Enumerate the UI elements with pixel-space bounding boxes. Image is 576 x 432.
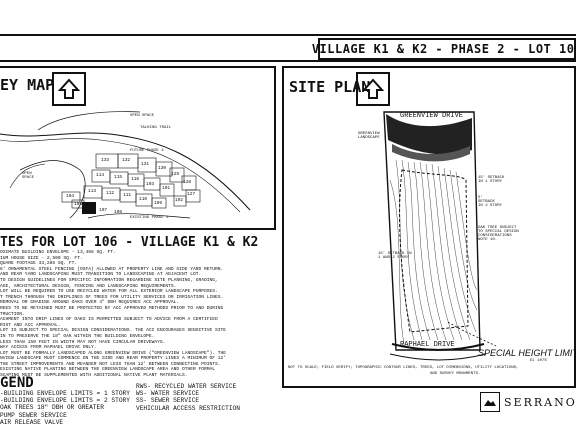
note-line: REES TO BE RETAINED MUST BE PROTECTED BY…: [0, 305, 224, 311]
lot-label: 103: [146, 182, 155, 187]
north-arrow-icon: [356, 72, 390, 106]
note-line: 6' ORNAMENTAL STEEL FENCING (OSFA) ALLOW…: [0, 266, 224, 272]
key-map-label-talking-trail: TALKING TRAIL: [140, 126, 172, 130]
header-rule-bottom: [0, 60, 576, 62]
lot-label: 133: [101, 158, 110, 163]
note-line: THE STREET IMPROVEMENTS AND MEANDER NOT …: [0, 361, 221, 367]
site-plan-title: SITE PLAN: [289, 78, 371, 96]
legend-right: RWS- RECYCLED WATER SERVICE WS- WATER SE…: [136, 383, 240, 412]
key-map-label-open-space-left: OPEN SPACE: [22, 172, 35, 180]
lot-label: 101: [162, 186, 171, 191]
lot-label: 116: [131, 177, 140, 182]
site-plan-drawing: [383, 111, 497, 361]
legend-item: OAK TREES 18" DBH OR GREATER: [0, 404, 104, 412]
lot-label: 105: [74, 202, 83, 207]
header-rule-top: [0, 34, 576, 36]
lot-label: 102: [175, 198, 184, 203]
note-line: EXISTING NATIVE PLANTING BETWEEN THE GRE…: [0, 367, 216, 373]
site-plan-footnote: NOT TO SCALE; FIELD VERIFY; TOPOGRAPHIC …: [288, 366, 519, 370]
lot-label: 129: [171, 172, 180, 177]
lot-label: 106: [84, 214, 93, 219]
lot-label: 128: [183, 180, 192, 185]
note-line: T TRENCH THROUGH THE DRIPLINES OF TREES …: [0, 294, 224, 300]
key-map-label-future-phase: FUTURE PHASE 4: [130, 149, 164, 153]
legend-item: VEHICULAR ACCESS RESTRICTION: [136, 404, 240, 412]
lot-label: 131: [141, 162, 150, 167]
lot-label: 109: [154, 201, 163, 206]
lot-label: 104: [66, 194, 75, 199]
note-line: SCAPING MUST BE SUPPLEMENTED WITH ADDITI…: [0, 373, 188, 379]
key-map-drawing: [0, 111, 251, 219]
key-map-label-existing-phase: EXISTING PHASE 1: [130, 216, 169, 220]
street-label-raphael: RAPHAEL DRIVE: [400, 341, 455, 349]
legend-item: RWS- RECYCLED WATER SERVICE: [136, 383, 237, 390]
lot-label: 113: [88, 189, 97, 194]
lot-label: 130: [158, 166, 167, 171]
note-line: AND REAR YARD LANDSCAPING MUST TRANSITIO…: [0, 272, 202, 278]
note-line: IUM HOUSE SIZE - 2,500 SQ. FT.: [0, 255, 83, 261]
lot-label: 108: [114, 210, 123, 215]
note-line: TRUCTION.: [0, 311, 25, 317]
note-line: LESS THAN 150 FEET IN WIDTH MAY NOT HAVE…: [0, 339, 166, 345]
key-map-panel: [0, 66, 276, 230]
note-line: LOT IS SUBJECT TO SPECIAL DESIGN CONSIDE…: [0, 328, 227, 334]
greenview-landscape-label: GREENVIEW LANDSCAPE: [358, 132, 380, 140]
legend-item: WS- WATER SERVICE: [136, 390, 200, 398]
lot-label: 132: [122, 158, 131, 163]
note-line: OXIMATE BUILDING ENVELOPE - 13,468 SQ. F…: [0, 250, 116, 255]
legend-title: GEND: [0, 375, 34, 391]
lot-label: 111: [123, 193, 132, 198]
note-line: RIST AND ACC APPROVAL.: [0, 322, 61, 328]
setback-label: 5' SETBACK IN 2 STORY: [478, 196, 503, 208]
note-line: REMOVAL OR GRADING AROUND OAKS OVER 4" D…: [0, 300, 180, 306]
note-line: LOT MUST BE FORMALLY LANDSCAPED ALONG GR…: [0, 350, 227, 356]
notes-title: TES FOR LOT 106 - VILLAGE K1 & K2: [0, 235, 259, 250]
legend-item: PUMP SEWER SERVICE: [0, 411, 67, 419]
legend-left: -BUILDING ENVELOPE LIMITS = 1 STORY -BUI…: [0, 390, 130, 426]
site-plan-panel: [282, 66, 576, 388]
legend-item: -BUILDING ENVELOPE LIMITS = 2 STORY: [0, 397, 130, 405]
sheet-title: VILLAGE K1 & K2 - PHASE 2 - LOT 106: [312, 38, 576, 60]
lot-label: 114: [96, 173, 105, 178]
north-arrow-icon: [52, 72, 86, 106]
site-plan-footnote-2: AND SURVEY MONUMENTS.: [430, 372, 481, 376]
oak-note-label: OAK TREE SUBJECT TO SPECIAL DESIGN CONSI…: [478, 226, 519, 242]
setback-label: 15' SETBACK IN 1 AND 2 STORY: [378, 252, 412, 260]
note-line: ACHMENT INTO DRIP LINES OF OAKS IS PERMI…: [0, 317, 218, 323]
lot-label: 115: [114, 175, 123, 180]
key-map-label-open-space-top: OPEN SPACE: [130, 114, 155, 118]
special-height-limit-label: SPECIAL HEIGHT LIMIT: [478, 348, 576, 358]
note-line: AGE, ARCHITECTURAL DESIGN, FENCING AND L…: [0, 283, 177, 289]
street-label-greenview: GREENVIEW DRIVE: [400, 112, 464, 120]
lot-label: 112: [106, 191, 115, 196]
special-height-elevation: EL 1075: [530, 359, 547, 363]
legend-item: SS- SEWER SERVICE: [136, 397, 200, 405]
legend-item: -BUILDING ENVELOPE LIMITS = 1 STORY: [0, 390, 130, 397]
note-line: LOT WILL BE REQUIRED TO USE RECYCLED WAT…: [0, 289, 218, 295]
note-line: NVIEW LANDSCAPE MUST COMMENCE ON THE SID…: [0, 356, 227, 362]
lot-label: 110: [139, 197, 148, 202]
notes-list: OXIMATE BUILDING ENVELOPE - 13,468 SQ. F…: [0, 250, 276, 379]
note-line: QUARE FOOTAGE 33,285 SQ. FT.: [0, 261, 78, 267]
note-line: IN TO PRESERVE THE 18" OAK WITHIN THE BU…: [0, 333, 155, 339]
note-line: WAY ACCESS FROM RAPHAEL DRIVE ONLY.: [0, 345, 97, 351]
note-line: TO DESIGN GUIDELINES FOR SPECIFIC INFORM…: [0, 277, 218, 283]
lot-label: 107: [99, 208, 108, 213]
legend-item: AIR RELEASE VALVE: [0, 418, 64, 426]
key-map-title: EY MAP: [0, 76, 55, 94]
brand-block: SERRANO: [480, 392, 576, 412]
brand-name: SERRANO: [504, 395, 576, 409]
lot-label: 127: [187, 192, 196, 197]
setback-label: 15' SETBACK IN 1 STORY: [478, 176, 505, 184]
serrano-logo-icon: [480, 392, 500, 412]
